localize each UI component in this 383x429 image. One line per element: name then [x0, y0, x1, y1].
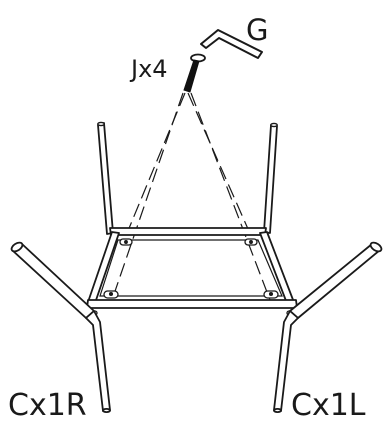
label-bolt: Jx4 [129, 55, 168, 83]
seat-frame [86, 227, 298, 309]
label-allen-key: G [246, 13, 268, 47]
seat-panel [99, 239, 283, 297]
rear-leg-right [263, 122, 278, 234]
rear-leg-left [97, 121, 114, 235]
allen-key-icon [200, 29, 263, 59]
bolt-icon [183, 53, 206, 93]
label-leg-right: Cx1R [8, 388, 87, 423]
front-leg-left [272, 241, 383, 413]
alignment-dashes [111, 92, 271, 301]
front-leg-right [10, 241, 112, 413]
label-leg-left: Cx1L [291, 388, 366, 423]
